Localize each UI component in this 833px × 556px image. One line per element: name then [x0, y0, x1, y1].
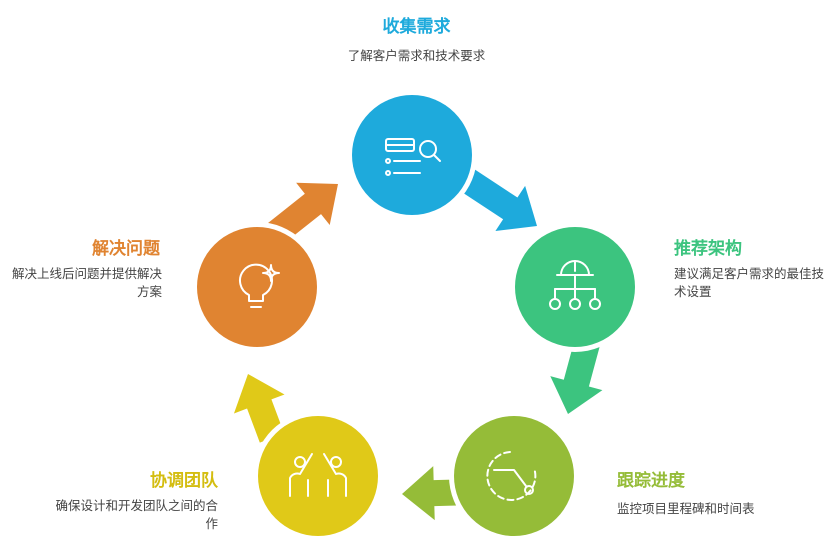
step-node-4: [253, 411, 383, 541]
high-five-icon: [289, 453, 347, 497]
step-desc-architecture: 建议满足客户需求的最佳技术设置: [674, 266, 825, 299]
step-node-3: [449, 411, 579, 541]
lightbulb-icon: [239, 263, 280, 308]
hierarchy-helmet-icon: [549, 260, 601, 310]
progress-dial-icon: [486, 451, 537, 501]
step-desc-team: 确保设计和开发团队之间的合作: [55, 498, 218, 531]
step-title-architecture: 推荐架构: [674, 239, 742, 259]
step-desc-resolve: 解决上线后问题并提供解决方案: [11, 266, 162, 299]
step-title-team: 协调团队: [150, 471, 218, 491]
step-title-resolve: 解决问题: [92, 239, 160, 259]
step-desc-progress: 监控项目里程碑和时间表: [617, 501, 755, 516]
arrow-2: [550, 336, 603, 414]
step-title-progress: 跟踪进度: [617, 471, 685, 491]
step-node-5: [192, 222, 322, 352]
step-node-2: [510, 222, 640, 352]
step-node-1: [347, 90, 477, 220]
step-title-gather: 收集需求: [382, 17, 451, 37]
step-desc-gather: 了解客户需求和技术要求: [347, 48, 486, 63]
arrow-4: [233, 374, 285, 443]
search-list-icon: [385, 138, 441, 176]
